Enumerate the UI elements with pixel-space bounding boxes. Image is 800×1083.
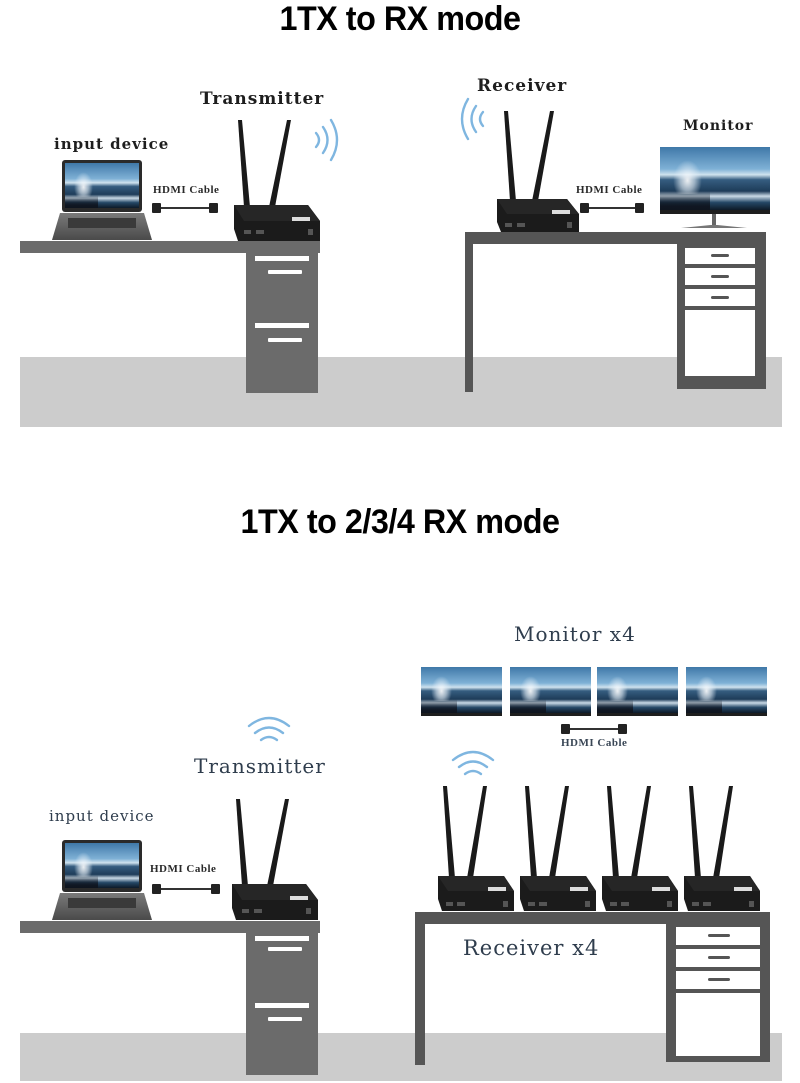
monitor-icon — [510, 667, 591, 717]
desk-right — [465, 232, 766, 244]
drawer-handle — [711, 275, 729, 278]
desk-drawer-unit-left — [246, 253, 318, 393]
hdmi-cable-label: HDMI Cable — [150, 863, 217, 875]
cabinet-door — [685, 310, 755, 376]
drawer-handle — [268, 947, 302, 951]
desk-leg — [465, 244, 473, 392]
cabinet-door — [676, 993, 760, 1056]
desk-top-left — [20, 241, 320, 253]
drawer-handle — [268, 1017, 302, 1021]
drawer-handle — [268, 270, 302, 274]
hdmi-cable-label: HDMI Cable — [576, 184, 643, 196]
drawer — [685, 268, 755, 285]
section-heading: 1TX to 2/3/4 RX mode — [240, 503, 560, 541]
drawer-gap — [255, 323, 309, 328]
hdmi-cable-label: HDMI Cable — [153, 184, 220, 196]
section-heading: 1TX to RX mode — [279, 0, 521, 38]
monitor-icon — [686, 667, 767, 717]
drawer — [676, 971, 760, 989]
drawer-handle — [708, 956, 730, 959]
receiver-count-label: Receiver x4 — [463, 936, 600, 960]
floor — [20, 1033, 782, 1081]
hdmi-cable-icon — [580, 203, 644, 213]
receiver-label: Receiver — [477, 76, 568, 96]
monitor-icon — [659, 147, 771, 231]
receiver-icon — [436, 783, 516, 913]
receiver-icon — [600, 783, 680, 913]
transmitter-icon — [230, 117, 322, 243]
laptop-icon — [48, 160, 156, 242]
wifi-signal-icon — [246, 710, 292, 742]
hdmi-cable-icon — [152, 884, 220, 894]
desk-drawer-unit-left — [246, 933, 318, 1075]
wifi-signal-icon — [310, 117, 346, 163]
laptop-icon — [48, 840, 156, 922]
input-device-label: input device — [49, 807, 155, 825]
drawer-gap — [255, 256, 309, 261]
hdmi-cable-icon — [152, 203, 218, 213]
monitor-icon — [597, 667, 678, 717]
monitor-count-label: Monitor x4 — [514, 622, 636, 646]
drawer-handle — [711, 254, 729, 257]
floor — [20, 357, 782, 427]
wifi-signal-icon — [450, 744, 496, 776]
drawer-handle — [711, 296, 729, 299]
drawer — [685, 289, 755, 306]
desk-drawer-cabinet — [677, 244, 766, 389]
transmitter-icon — [228, 796, 320, 922]
drawer — [676, 949, 760, 967]
input-device-label: input device — [54, 135, 170, 153]
desk-leg — [415, 924, 425, 1065]
transmitter-label: Transmitter — [194, 754, 326, 778]
transmitter-label: Transmitter — [200, 89, 325, 109]
desk-drawer-cabinet — [666, 924, 770, 1062]
drawer-gap — [255, 936, 309, 941]
receiver-icon — [518, 783, 598, 913]
wifi-signal-icon — [455, 96, 489, 142]
drawer-handle — [268, 338, 302, 342]
monitor-icon — [421, 667, 502, 717]
desk-top-left — [20, 921, 320, 933]
hdmi-cable-icon — [561, 724, 627, 734]
receiver-icon — [495, 108, 581, 234]
hdmi-cable-label: HDMI Cable — [561, 737, 628, 749]
drawer-handle — [708, 978, 730, 981]
drawer — [676, 927, 760, 945]
monitor-label: Monitor — [683, 118, 754, 134]
drawer-handle — [708, 934, 730, 937]
desk-right — [415, 912, 770, 924]
receiver-icon — [682, 783, 762, 913]
drawer — [685, 248, 755, 264]
drawer-gap — [255, 1003, 309, 1008]
